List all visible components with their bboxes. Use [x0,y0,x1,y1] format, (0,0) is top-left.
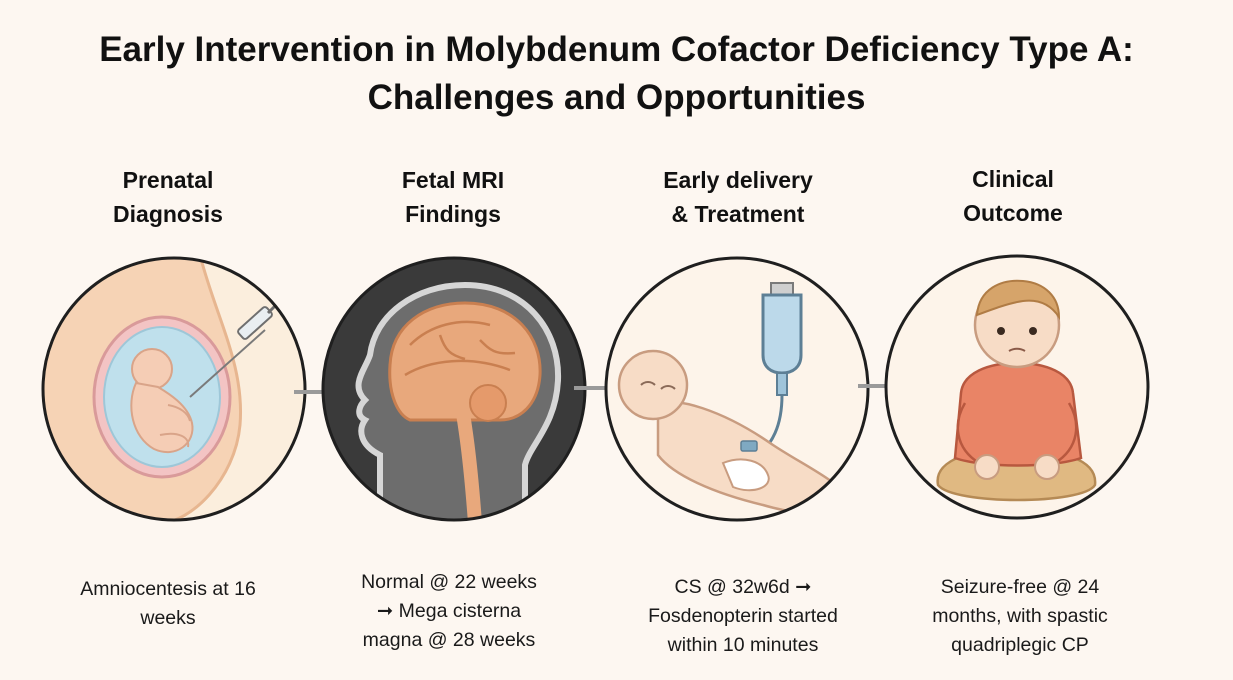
stage-heading-fetal-mri-findings: Fetal MRI Findings [323,163,583,231]
newborn-iv-infusion-icon [603,255,871,523]
caption-line: CS @ 32w6d ➞ [674,576,812,598]
stage-heading-line: Prenatal [122,167,214,193]
caption-line: weeks [140,607,196,629]
stage-heading-line: Diagnosis [113,201,223,227]
title-line-2: Challenges and Opportunities [367,78,866,117]
sitting-toddler-icon [883,253,1151,521]
caption-line: Normal @ 22 weeks [361,571,537,593]
stage-heading-clinical-outcome: Clinical Outcome [883,162,1143,230]
title-line-1: Early Intervention in Molybdenum Cofacto… [99,30,1134,69]
pregnant-abdomen-amniocentesis-icon [40,255,308,523]
caption-line: ➞ Mega cisterna [376,600,522,622]
stage-caption-clinical-outcome: Seizure-free @ 24 months, with spastic q… [885,573,1155,660]
caption-line: Fosdenopterin started [648,605,838,627]
brain-mri-head-icon [320,255,588,523]
stage-heading-line: Early delivery [663,167,813,193]
stage-heading-line: Clinical [972,166,1054,192]
stage-heading-line: Findings [405,201,501,227]
diagram-title: Early Intervention in Molybdenum Cofacto… [0,26,1233,122]
caption-line: months, with spastic [932,605,1108,627]
stage-caption-early-delivery-treatment: CS @ 32w6d ➞ Fosdenopterin started withi… [608,573,878,660]
caption-line: Amniocentesis at 16 [80,578,256,600]
caption-line: quadriplegic CP [951,634,1089,656]
stage-heading-prenatal-diagnosis: Prenatal Diagnosis [38,163,298,231]
caption-line: within 10 minutes [667,634,819,656]
stage-caption-prenatal-diagnosis: Amniocentesis at 16 weeks [33,575,303,633]
caption-line: magna @ 28 weeks [362,629,536,651]
stage-heading-early-delivery-treatment: Early delivery & Treatment [608,163,868,231]
stage-heading-line: Fetal MRI [401,167,505,193]
caption-line: Seizure-free @ 24 [940,576,1100,598]
stage-heading-line: Outcome [963,200,1063,226]
stage-caption-fetal-mri-findings: Normal @ 22 weeks ➞ Mega cisterna magna … [314,568,584,655]
stage-heading-line: & Treatment [671,201,805,227]
